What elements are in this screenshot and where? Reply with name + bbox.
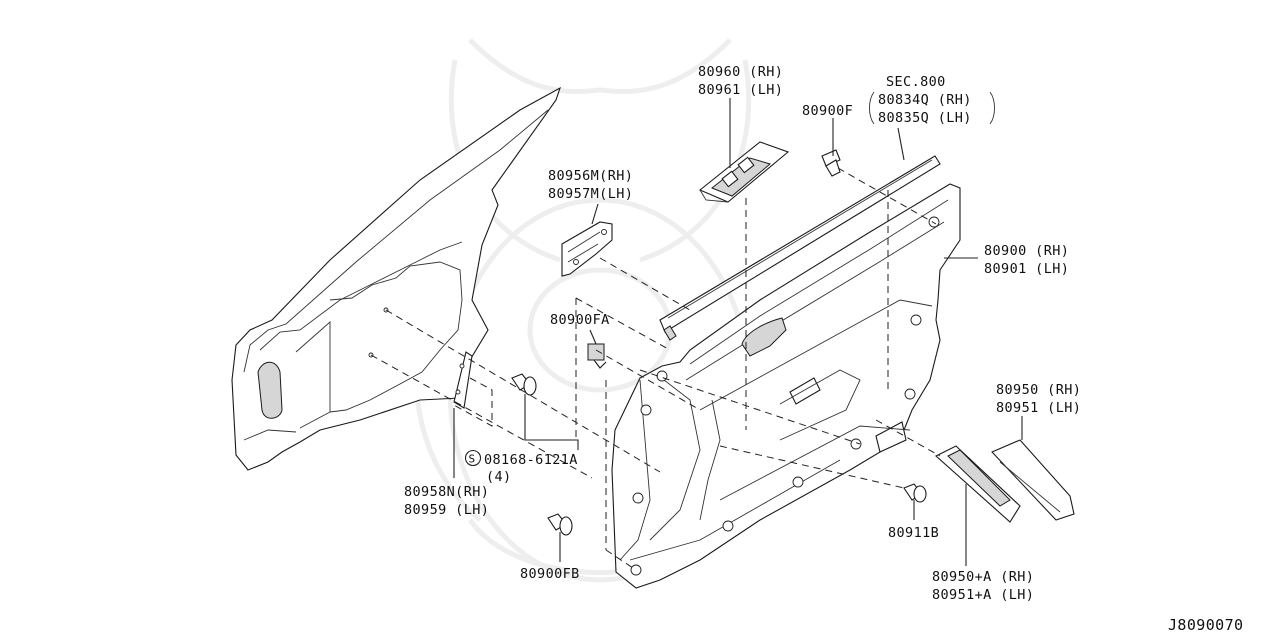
label-80900f: 80900F	[802, 103, 853, 119]
label-80900fb: 80900FB	[520, 566, 580, 582]
label-80956m: 80956M(RH)	[548, 168, 633, 184]
moulding-80834q	[659, 155, 941, 341]
clip-80900f	[821, 149, 841, 177]
label-80960: 80960 (RH)	[698, 64, 783, 80]
label-80911b: 80911B	[888, 525, 939, 541]
bracket-open-glyph	[869, 91, 875, 125]
screw-08168	[511, 373, 537, 396]
door-frame	[231, 86, 561, 471]
label-80901: 80901 (LH)	[984, 261, 1069, 277]
leader-lines	[453, 98, 1023, 566]
armrest-cover-80950	[991, 439, 1075, 521]
bracket-80956m	[561, 221, 613, 277]
screw-symbol-circle	[464, 449, 482, 467]
label-80835q: 80835Q (LH)	[878, 110, 972, 126]
bracket-close-glyph	[989, 91, 995, 125]
label-80961: 80961 (LH)	[698, 82, 783, 98]
label-80951: 80951 (LH)	[996, 400, 1081, 416]
diagram-ref-code: J8090070	[1168, 616, 1243, 634]
label-80900fa: 80900FA	[550, 312, 610, 328]
label-80951a: 80951+A (LH)	[932, 587, 1034, 603]
armrest-80950a	[935, 445, 1021, 523]
bracket-80958n	[453, 351, 473, 409]
label-80900: 80900 (RH)	[984, 243, 1069, 259]
part-labels: 80960 (RH) 80961 (LH) SEC.800 80834Q (RH…	[404, 64, 1243, 634]
clip-80900fa	[587, 343, 607, 369]
label-sec800: SEC.800	[886, 74, 946, 90]
label-80834q: 80834Q (RH)	[878, 92, 972, 108]
clip-80911b	[903, 483, 927, 503]
label-08168: 08168-6121A	[484, 452, 578, 468]
switch-bezel-80960	[698, 141, 790, 203]
screw-symbol-letter: S	[469, 453, 476, 466]
label-80959: 80959 (LH)	[404, 502, 489, 518]
label-80950a: 80950+A (RH)	[932, 569, 1034, 585]
label-qty4: (4)	[486, 469, 512, 485]
label-80958n: 80958N(RH)	[404, 484, 489, 500]
label-80950: 80950 (RH)	[996, 382, 1081, 398]
clip-80900fb	[547, 513, 573, 536]
door-trim-80900	[611, 183, 961, 589]
label-80957m: 80957M(LH)	[548, 186, 633, 202]
assembly-lines	[370, 167, 941, 571]
